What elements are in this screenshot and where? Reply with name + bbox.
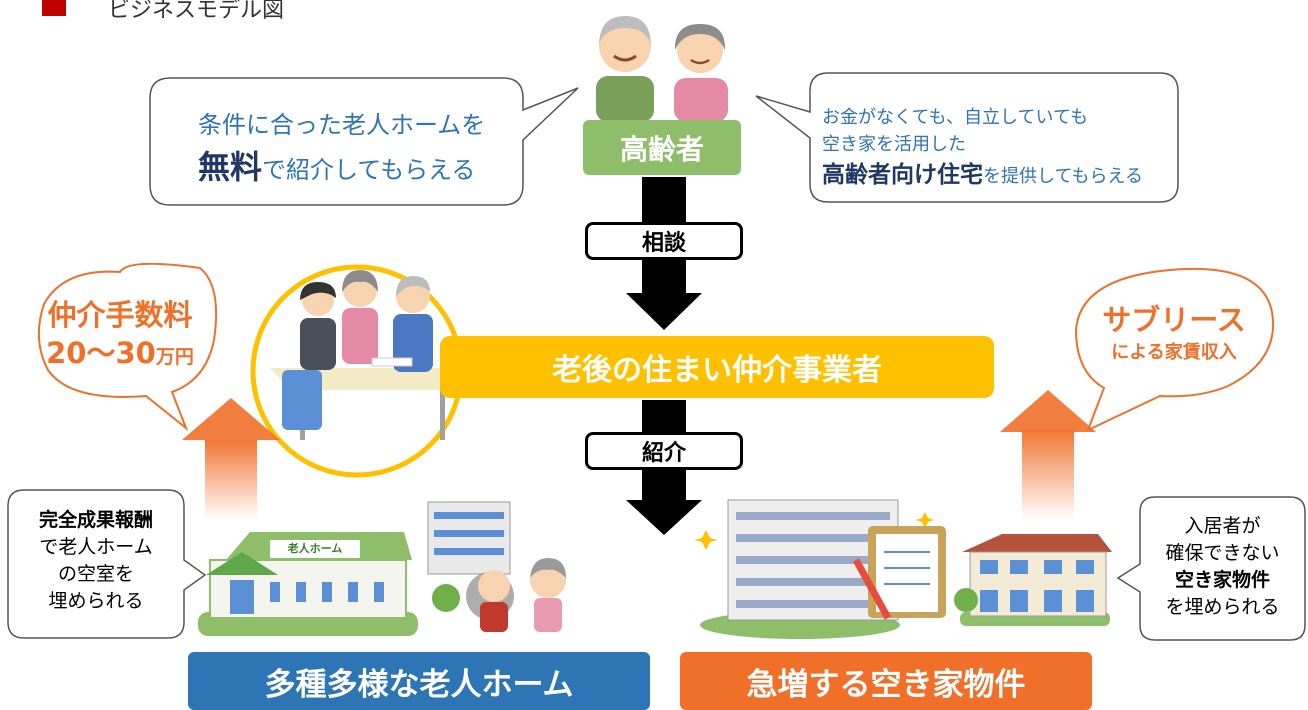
right-callout-line1: お金がなくても、自立していても [822, 107, 1089, 128]
left-speech-bubble [149, 77, 579, 206]
vacant-note-line1: 入居者が [1184, 515, 1261, 537]
revenue-line1: サブリース [1102, 303, 1246, 337]
fee-bubble [37, 262, 218, 432]
fee-amount: 20～30 [46, 336, 156, 370]
wheelchair-seniors-icon [466, 558, 566, 632]
clipboard-icon [852, 526, 946, 620]
homes-note-box [7, 489, 207, 639]
revenue-bubble [1074, 267, 1274, 432]
homes-note-bold: 完全成果報酬 [38, 509, 153, 531]
broker-label: 老後の住まい仲介事業者 [440, 336, 994, 398]
vacant-note-line2: 確保できない [1165, 542, 1280, 564]
elder-label: 高齢者 [583, 120, 741, 175]
vacant-label: 急増する空き家物件 [680, 652, 1092, 710]
homes-note-line1: 完全成果報酬 [8, 505, 184, 532]
left-callout-line2-rest: で紹介してもらえる [262, 156, 476, 184]
consult-step-label: 相談 [585, 222, 743, 260]
revenue-line2: による家賃収入 [1111, 342, 1237, 363]
fee-line1: 仲介手数料 [47, 298, 193, 332]
vacant-note-bold: 空き家物件 [1174, 569, 1270, 591]
revenue-up-arrow [1000, 390, 1096, 520]
nursing-home-sign: 老人ホーム [287, 542, 343, 555]
right-callout-line3: 高齢者向け住宅を提供してもらえる [822, 155, 1143, 189]
homes-note-line2: で老人ホーム [39, 536, 153, 558]
header-marker [42, 0, 66, 16]
homes-note-line3: の空室を [57, 563, 134, 585]
fee-unit: 万円 [155, 346, 194, 368]
vacant-note-box [1116, 496, 1306, 641]
fee-up-arrow [182, 398, 280, 520]
homes-label: 多種多様な老人ホーム [188, 652, 650, 710]
apartment-tower-icon [427, 501, 511, 612]
page-title: ビジネスモデル図 [108, 0, 285, 23]
nursing-home-building-icon [198, 532, 418, 636]
right-callout-line3-rest: を提供してもらえる [983, 166, 1144, 187]
left-callout-line1: 条件に合った老人ホームを [198, 111, 486, 139]
left-callout-line2: 無料で紹介してもらえる [198, 142, 475, 188]
right-callout-bold: 高齢者向け住宅 [822, 162, 983, 188]
left-callout-bold: 無料 [198, 148, 263, 186]
fee-line2: 20～30万円 [40, 330, 200, 372]
right-callout-line2: 空き家を活用した [822, 134, 966, 155]
vacant-house-icon [954, 534, 1112, 626]
broker-meeting-illustration [250, 264, 470, 478]
introduce-step-label: 紹介 [585, 432, 743, 470]
vacant-note-line4: を埋められる [1165, 596, 1280, 618]
elderly-couple-icon [596, 16, 728, 122]
right-speech-bubble [755, 72, 1179, 203]
homes-note-line4: 埋められる [48, 590, 144, 612]
